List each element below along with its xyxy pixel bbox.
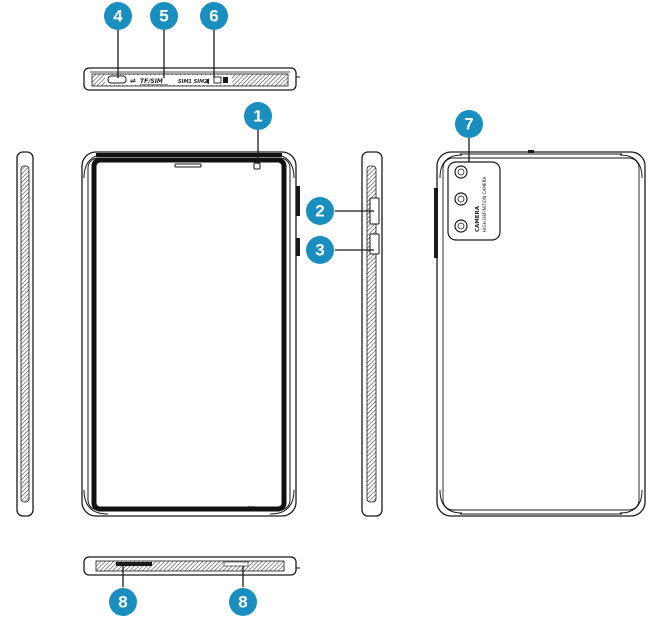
callout-7: 7 xyxy=(455,110,483,138)
front-camera xyxy=(253,162,261,170)
callout-4: 4 xyxy=(104,2,132,30)
svg-text:6: 6 xyxy=(209,7,218,26)
svg-text:3: 3 xyxy=(315,241,324,260)
usb-port xyxy=(107,75,127,84)
callout-2: 2 xyxy=(306,197,334,225)
svg-text:8: 8 xyxy=(238,593,247,612)
leader-lines xyxy=(117,28,470,587)
camera-subtitle-text: HIGH DEFINITION CAMERA xyxy=(482,177,487,232)
side-power-key xyxy=(369,233,380,255)
rear-camera-module: CAMERA HIGH DEFINITION CAMERA xyxy=(447,161,501,241)
svg-text:4: 4 xyxy=(113,7,123,26)
headphone-icon: ◖ xyxy=(206,77,210,85)
tf-sim-label: TF/SIM xyxy=(140,78,163,85)
back-view: CAMERA HIGH DEFINITION CAMERA xyxy=(434,150,646,517)
callout-3: 3 xyxy=(306,236,334,264)
left-side-view xyxy=(16,151,34,517)
svg-text:7: 7 xyxy=(464,115,473,134)
callout-1: 1 xyxy=(244,102,272,130)
screen-bezel xyxy=(91,157,287,512)
svg-text:1: 1 xyxy=(253,107,262,126)
svg-text:≡≡: ≡≡ xyxy=(248,504,255,509)
speaker-grille-left xyxy=(116,562,152,566)
callout-6: 6 xyxy=(200,2,228,30)
callout-5: 5 xyxy=(150,2,178,30)
svg-text:2: 2 xyxy=(315,202,324,221)
callout-8-left: 8 xyxy=(109,588,137,616)
svg-text:8: 8 xyxy=(118,593,127,612)
top-edge-view: ⇌ TF/SIM SIM1 SIM2 ◖ xyxy=(83,67,300,91)
earpiece xyxy=(174,163,202,168)
volume-button xyxy=(296,186,300,216)
power-button xyxy=(296,238,300,256)
right-side-view xyxy=(361,151,383,517)
sim-slot-label: SIM1 SIM2 xyxy=(178,79,208,85)
svg-text:⇌: ⇌ xyxy=(130,77,136,85)
micro-slot-icon xyxy=(223,77,228,83)
front-view: ≡≡ xyxy=(81,151,300,517)
speaker-grille-right xyxy=(223,561,249,567)
svg-text:5: 5 xyxy=(159,7,168,26)
callout-8-right: 8 xyxy=(229,588,257,616)
camera-title-text: CAMERA xyxy=(475,205,481,232)
card-slot-icon xyxy=(213,76,222,84)
bottom-edge-view xyxy=(83,556,300,576)
